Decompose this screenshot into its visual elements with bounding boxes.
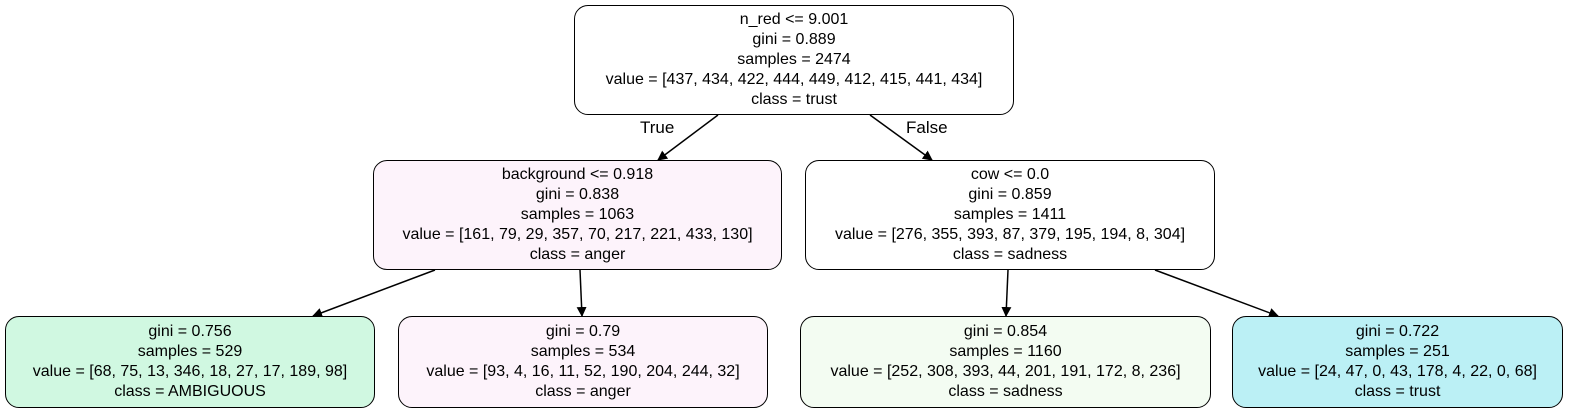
node-class: class = AMBIGUOUS	[114, 383, 266, 400]
edge-label-true: True	[640, 118, 675, 137]
edge-left-leaf-ll	[312, 269, 436, 318]
node-samples: samples = 529	[137, 343, 243, 360]
node-samples: samples = 251	[1345, 343, 1450, 360]
node-samples: samples = 1411	[953, 206, 1067, 223]
node-class: class = sadness	[948, 383, 1063, 400]
tree-node-root: n_red <= 9.001 gini = 0.889 samples = 24…	[574, 5, 1014, 115]
node-gini: gini = 0.859	[968, 186, 1052, 203]
edge-root-right	[869, 114, 933, 161]
node-class: class = sadness	[952, 246, 1068, 263]
node-gini: gini = 0.756	[148, 323, 232, 340]
node-split: background <= 0.918	[501, 166, 654, 183]
node-gini: gini = 0.889	[752, 31, 836, 48]
node-class: class = anger	[529, 246, 626, 263]
node-value: value = [437, 434, 422, 444, 449, 412, 4…	[605, 71, 983, 88]
tree-node-right: cow <= 0.0 gini = 0.859 samples = 1411 v…	[805, 160, 1215, 270]
node-gini: gini = 0.722	[1355, 323, 1440, 340]
node-samples: samples = 1160	[949, 343, 1062, 360]
tree-leaf-rl: gini = 0.854 samples = 1160 value = [252…	[800, 316, 1211, 408]
edge-left-leaf-lr	[576, 269, 587, 317]
node-samples: samples = 2474	[737, 51, 851, 68]
node-gini: gini = 0.838	[535, 186, 620, 203]
node-value: value = [93, 4, 16, 11, 52, 190, 204, 24…	[426, 363, 740, 380]
node-gini: gini = 0.854	[963, 323, 1048, 340]
node-samples: samples = 1063	[520, 206, 635, 223]
node-split: n_red <= 9.001	[739, 11, 849, 28]
tree-node-left: background <= 0.918 gini = 0.838 samples…	[373, 160, 782, 270]
node-value: value = [276, 355, 393, 87, 379, 195, 19…	[834, 226, 1186, 243]
tree-leaf-ll: gini = 0.756 samples = 529 value = [68, …	[5, 316, 375, 408]
edge-label-false: False	[906, 118, 948, 137]
node-value: value = [161, 79, 29, 357, 70, 217, 221,…	[402, 226, 753, 243]
node-class: class = trust	[751, 91, 837, 108]
node-class: class = anger	[535, 383, 631, 400]
tree-leaf-lr: gini = 0.79 samples = 534 value = [93, 4…	[398, 316, 768, 408]
node-value: value = [68, 75, 13, 346, 18, 27, 17, 18…	[32, 363, 348, 380]
node-samples: samples = 534	[530, 343, 636, 360]
edge-right-leaf-rl	[1001, 269, 1012, 317]
node-value: value = [252, 308, 393, 44, 201, 191, 17…	[830, 363, 1181, 380]
node-split: cow <= 0.0	[970, 166, 1050, 183]
edge-right-leaf-rr	[1154, 269, 1279, 318]
node-class: class = trust	[1354, 383, 1441, 400]
tree-leaf-rr: gini = 0.722 samples = 251 value = [24, …	[1232, 316, 1563, 408]
edge-root-left	[657, 114, 719, 161]
node-gini: gini = 0.79	[545, 323, 621, 340]
node-value: value = [24, 47, 0, 43, 178, 4, 22, 0, 6…	[1258, 363, 1537, 380]
